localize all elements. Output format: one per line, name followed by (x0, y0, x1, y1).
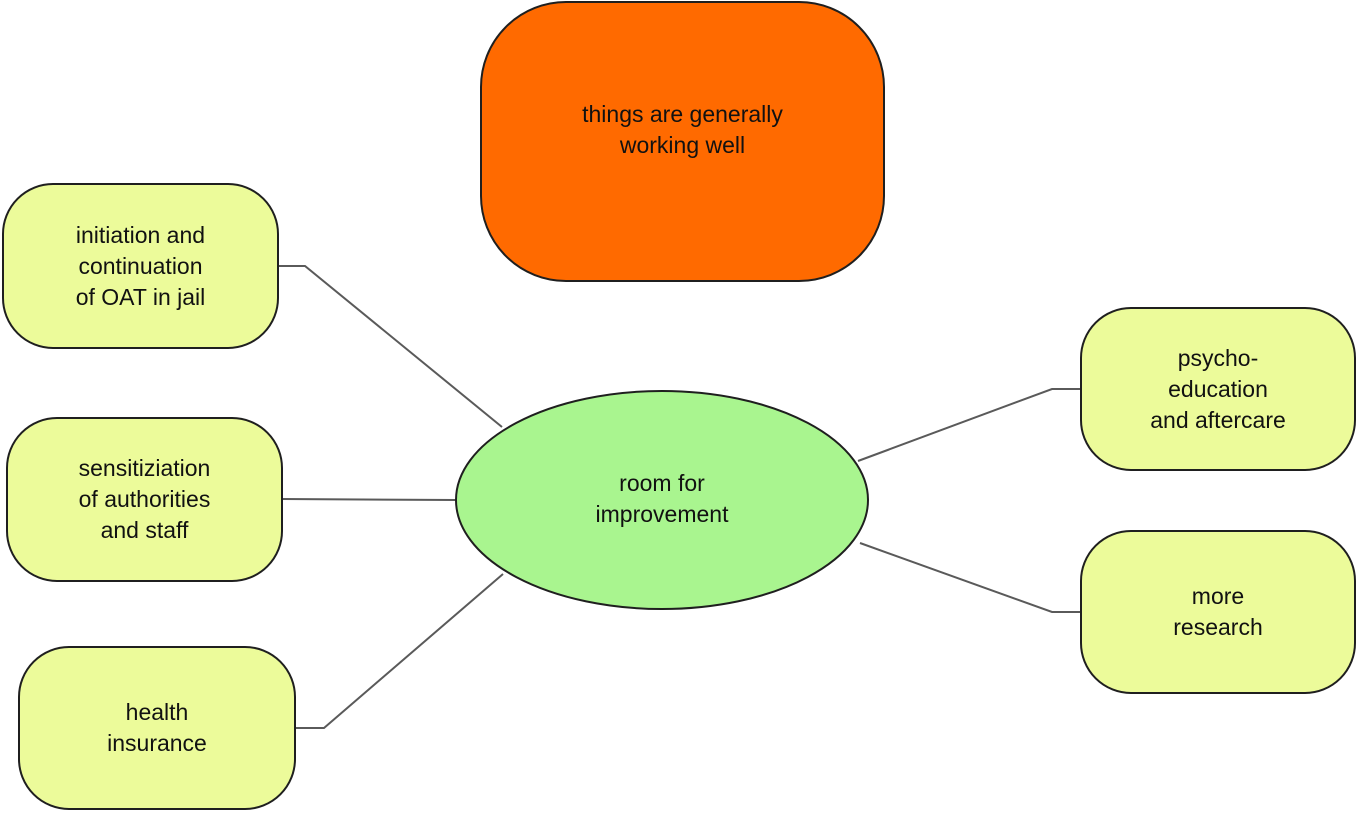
left-node-sensitization-label-line: sensitiziation (78, 455, 211, 481)
connector-center-to-health-insurance (295, 573, 504, 729)
center-node-label: room for improvement (596, 468, 729, 530)
right-node-more-research-label-line: more (1191, 583, 1245, 609)
center-node-shape (455, 390, 869, 610)
left-node-health-insurance-label-line: health (125, 699, 189, 725)
left-node-health-insurance-shape (18, 646, 296, 810)
right-node-psychoeducation-shape (1080, 307, 1356, 471)
left-node-oat-shape (2, 183, 279, 349)
top-node: things are generally working well (481, 2, 884, 281)
left-node-health-insurance-label-line: insurance (107, 730, 207, 756)
right-node-more-research-label-line: research (1173, 614, 1263, 640)
right-node-psychoeducation: psycho- education and aftercare (1081, 308, 1355, 470)
right-node-psychoeducation-label: psycho- education and aftercare (1150, 343, 1286, 436)
center-node-label-line: improvement (595, 501, 729, 527)
center-node: room for improvement (456, 391, 868, 609)
right-node-more-research-shape (1080, 530, 1356, 694)
right-node-psychoeducation-label-line: psycho- (1177, 344, 1259, 371)
left-node-oat-label-line: continuation (78, 252, 203, 279)
center-node-label-line: room for (619, 470, 705, 496)
top-node-shape (480, 1, 885, 282)
left-node-sensitization-label: sensitiziation of authorities and staff (79, 453, 211, 546)
connector-center-to-sensitization (281, 498, 457, 501)
left-node-oat-label-line: of OAT in jail (75, 283, 206, 310)
right-node-more-research-label: more research (1173, 581, 1262, 643)
left-node-sensitization-label-line: and staff (100, 517, 189, 543)
connector-center-to-psychoeducation (857, 388, 1081, 462)
top-node-label: things are generally working well (582, 99, 783, 161)
left-node-health-insurance: health insurance (19, 647, 295, 809)
left-node-oat-label-line: initiation and (75, 221, 206, 248)
left-node-oat: initiation and continuation of OAT in ja… (3, 184, 278, 348)
connector-center-to-more-research (859, 542, 1081, 613)
left-node-sensitization: sensitiziation of authorities and staff (7, 418, 282, 581)
top-node-label-line: things are generally (582, 100, 783, 127)
left-node-oat-label: initiation and continuation of OAT in ja… (76, 220, 206, 313)
top-node-label-line: working well (619, 131, 746, 158)
right-node-psychoeducation-label-line: education (1168, 375, 1268, 402)
left-node-sensitization-label-line: of authorities (78, 486, 211, 512)
right-node-psychoeducation-label-line: and aftercare (1150, 406, 1286, 433)
right-node-more-research: more research (1081, 531, 1355, 693)
left-node-sensitization-shape (6, 417, 283, 582)
connector-center-to-oat (278, 265, 503, 428)
left-node-health-insurance-label: health insurance (107, 697, 207, 759)
